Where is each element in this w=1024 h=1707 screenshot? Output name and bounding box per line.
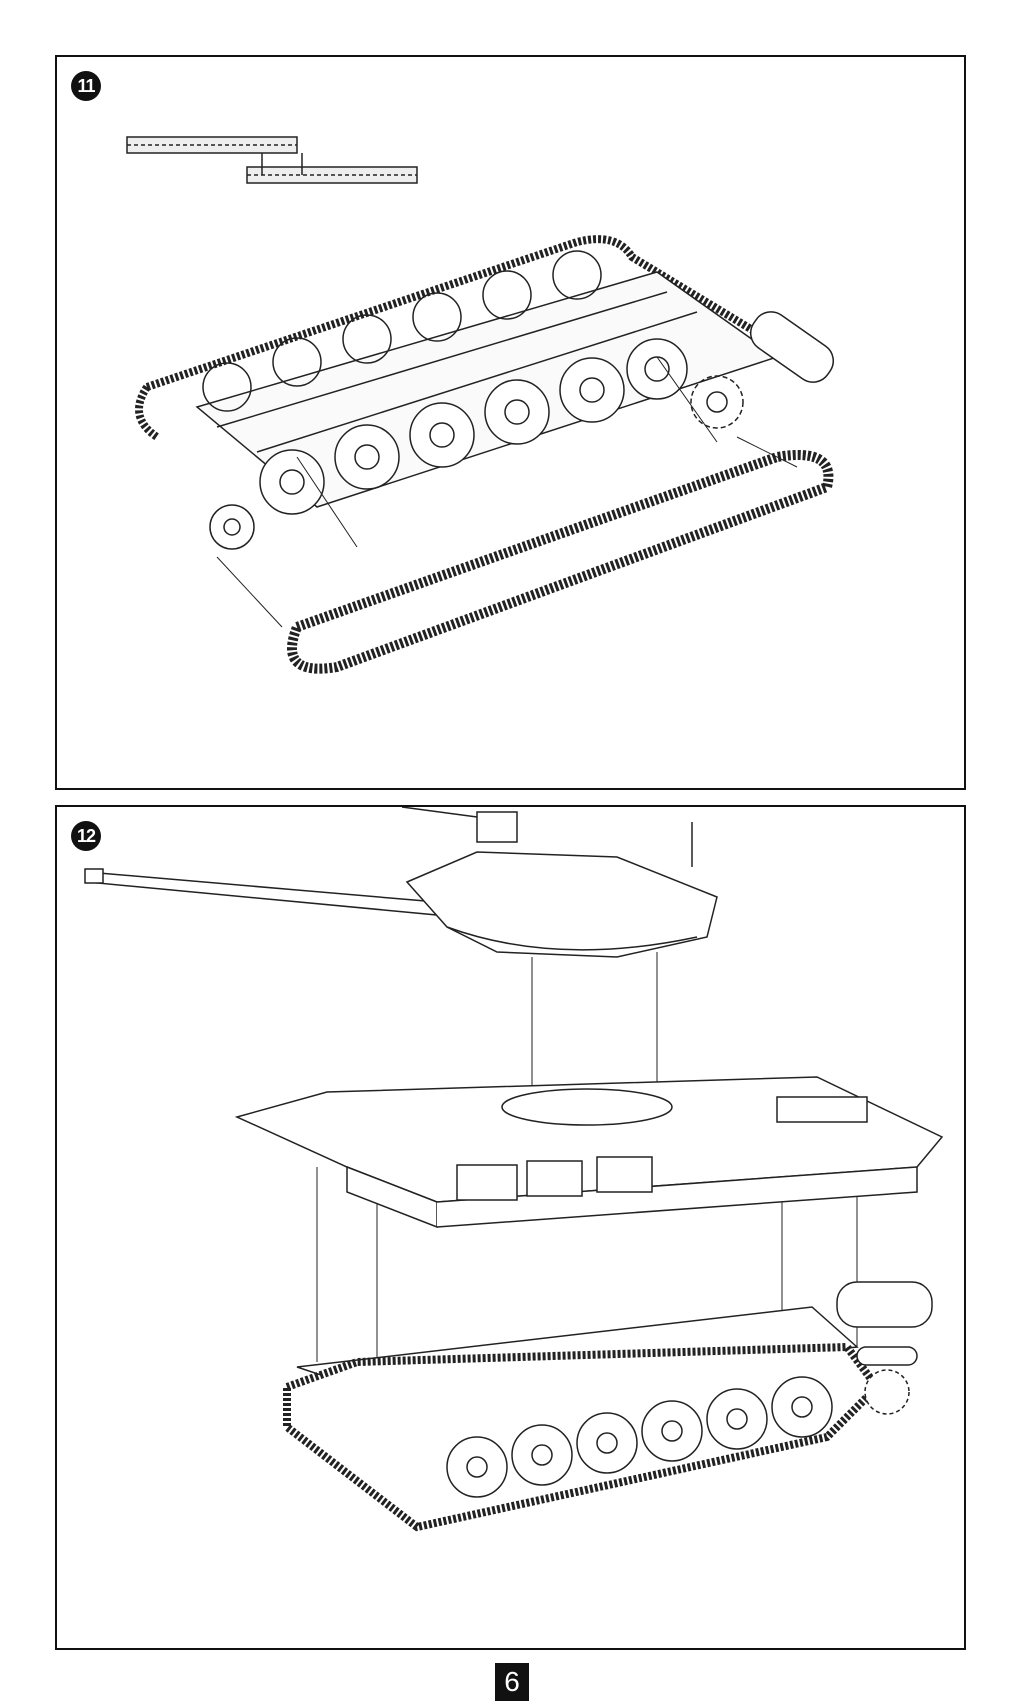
- near-track: [292, 455, 828, 669]
- far-track: [139, 239, 797, 437]
- step-number-badge: 11: [71, 71, 101, 101]
- turret-hull-assembly-illustration: [57, 807, 964, 1648]
- far-road-wheels: [203, 251, 601, 411]
- drive-sprocket-and-drums: [691, 305, 840, 428]
- road-wheels: [447, 1370, 909, 1497]
- lower-hull: [287, 1282, 932, 1527]
- page-number: 6: [495, 1663, 529, 1701]
- assembly-arrows: [217, 357, 797, 627]
- step-11-panel: 11: [55, 55, 966, 790]
- step-number-badge: 12: [71, 821, 101, 851]
- turret: [85, 807, 717, 957]
- upper-hull: [237, 1077, 942, 1227]
- step-12-panel: 12: [55, 805, 966, 1650]
- track-link-parts: [127, 137, 417, 183]
- near-road-wheels: [210, 339, 687, 549]
- lower-hull-track-assembly-illustration: [57, 57, 964, 788]
